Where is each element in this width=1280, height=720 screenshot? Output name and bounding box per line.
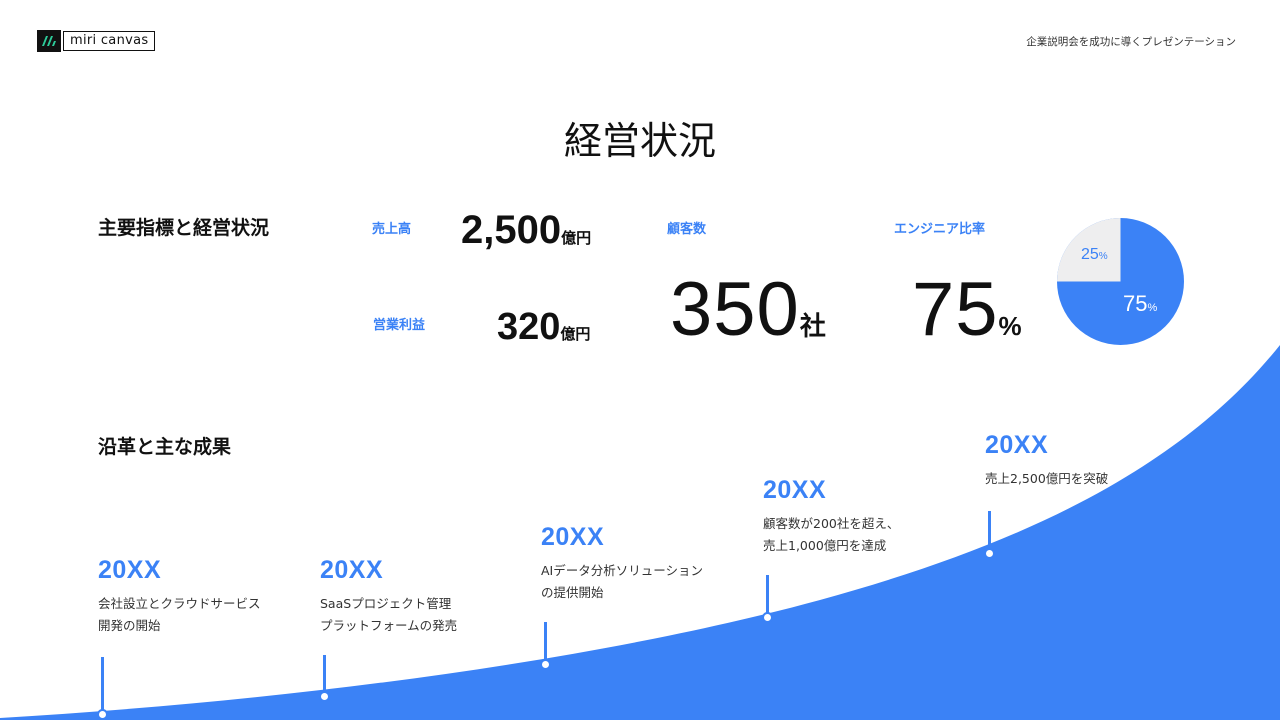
kpi-section-heading: 主要指標と経営状況	[98, 217, 270, 239]
pie-label-minor: 25%	[1081, 246, 1108, 264]
customers-label: 顧客数	[667, 222, 707, 237]
timeline-item: 20XX SaaSプロジェクト管理 プラットフォームの発売	[320, 556, 457, 637]
sales-unit: 億円	[561, 230, 592, 247]
engineer-ratio-value: 75%	[912, 266, 1022, 353]
timeline-description: AIデータ分析ソリューション の提供開始	[541, 560, 703, 604]
timeline-description: SaaSプロジェクト管理 プラットフォームの発売	[320, 593, 457, 637]
logo-mark-icon	[37, 30, 61, 52]
operating-profit-unit: 億円	[560, 326, 591, 343]
timeline-description-line: SaaSプロジェクト管理	[320, 596, 452, 611]
presentation-subtitle: 企業説明会を成功に導くプレゼンテーション	[1026, 36, 1236, 48]
pie-label-major-unit: %	[1147, 302, 1158, 314]
timeline-description: 顧客数が200社を超え、 売上1,000億円を達成	[763, 513, 899, 557]
timeline-item: 20XX AIデータ分析ソリューション の提供開始	[541, 523, 703, 604]
timeline-pin	[101, 657, 104, 712]
timeline-pin	[766, 575, 769, 615]
timeline-year: 20XX	[98, 556, 162, 584]
timeline-year: 20XX	[541, 523, 605, 551]
timeline-description-line: プラットフォームの発売	[320, 618, 458, 633]
engineer-ratio-unit: %	[998, 311, 1022, 341]
timeline-description: 売上2,500億円を突破	[985, 468, 1108, 490]
operating-profit-number: 320	[497, 306, 561, 348]
timeline-pin	[988, 511, 991, 549]
timeline-year: 20XX	[320, 556, 384, 584]
timeline-dot	[97, 709, 108, 720]
timeline-dot	[984, 548, 995, 559]
sales-value: 2,500億円	[461, 208, 591, 253]
timeline-description-line: AIデータ分析ソリューション	[541, 563, 703, 578]
pie-label-major-value: 75	[1123, 291, 1148, 316]
timeline-item: 20XX 会社設立とクラウドサービス 開発の開始	[98, 556, 261, 637]
timeline-description-line: 顧客数が200社を超え、	[763, 516, 900, 531]
timeline-description-line: の提供開始	[541, 585, 604, 600]
timeline-dot	[319, 691, 330, 702]
pie-label-major: 75%	[1123, 291, 1157, 317]
timeline-pin	[323, 655, 326, 695]
timeline-description: 会社設立とクラウドサービス 開発の開始	[98, 593, 261, 637]
sales-label: 売上高	[372, 222, 412, 237]
timeline-item: 20XX 顧客数が200社を超え、 売上1,000億円を達成	[763, 476, 899, 557]
engineer-ratio-pie-chart: 25% 75%	[1057, 218, 1184, 345]
timeline-year: 20XX	[763, 476, 827, 504]
timeline-description-line: 会社設立とクラウドサービス	[98, 596, 261, 611]
timeline-year: 20XX	[985, 431, 1049, 459]
sales-number: 2,500	[461, 208, 562, 252]
timeline-description-line: 開発の開始	[98, 618, 161, 633]
engineer-ratio-label: エンジニア比率	[894, 222, 986, 237]
timeline-item: 20XX 売上2,500億円を突破	[985, 431, 1108, 490]
timeline-description-line: 売上2,500億円を突破	[985, 471, 1109, 486]
miri-canvas-logo: miri canvas	[37, 30, 156, 52]
operating-profit-label: 営業利益	[373, 318, 426, 333]
pie-slice-others	[1057, 218, 1121, 282]
pie-label-minor-unit: %	[1098, 251, 1108, 262]
timeline-pin	[544, 622, 547, 662]
page-title: 経営状況	[563, 119, 716, 163]
timeline-dot	[540, 659, 551, 670]
engineer-ratio-number: 75	[912, 267, 999, 352]
timeline-description-line: 売上1,000億円を達成	[763, 538, 887, 553]
pie-label-minor-value: 25	[1081, 246, 1099, 263]
customers-value: 350社	[670, 266, 826, 353]
operating-profit-value: 320億円	[497, 306, 590, 349]
customers-number: 350	[670, 267, 800, 352]
logo-text: miri canvas	[63, 31, 156, 51]
timeline-dot	[762, 612, 773, 623]
customers-unit: 社	[799, 311, 826, 341]
history-section-heading: 沿革と主な成果	[98, 436, 232, 458]
